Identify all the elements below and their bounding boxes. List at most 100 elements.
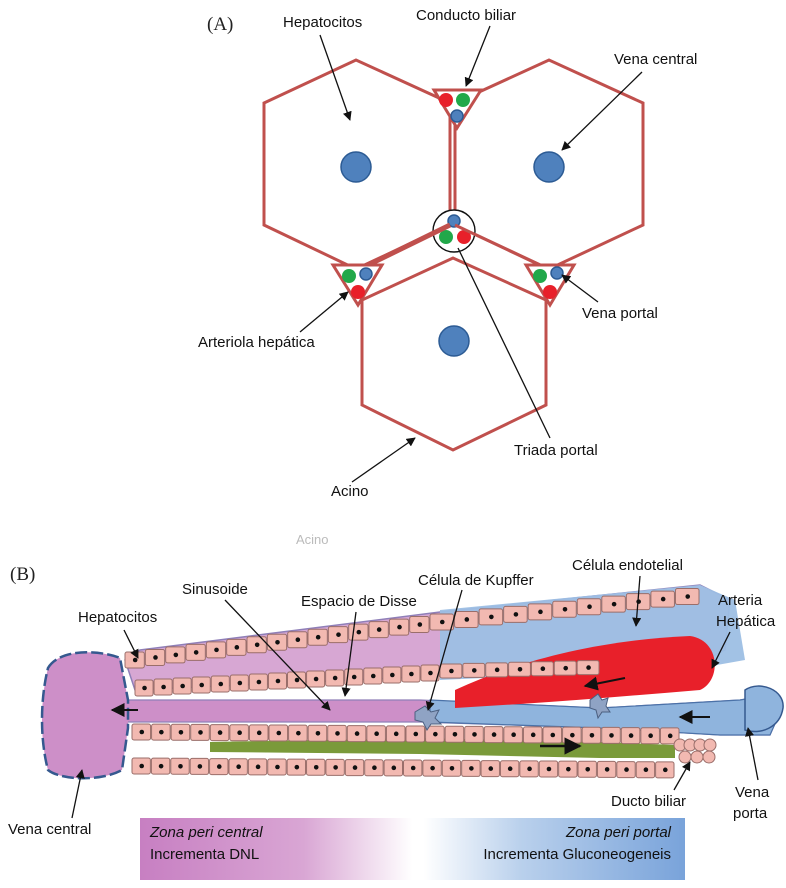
hepatocyte-nucleus	[133, 658, 138, 663]
hepatocyte-nucleus	[371, 674, 376, 679]
label-hepatocitos-b: Hepatocitos	[78, 609, 157, 626]
hepatocyte-nucleus	[527, 767, 532, 772]
label-vena-central-a: Vena central	[614, 51, 697, 68]
hepatocyte-nucleus	[179, 730, 184, 735]
label-triada-portal: Triada portal	[514, 442, 598, 459]
hepatocyte-nucleus	[563, 607, 568, 612]
hepatocyte-nucleus	[214, 648, 219, 653]
zone-left-title: Zona peri central	[150, 824, 263, 841]
hepatocyte-nucleus	[428, 671, 433, 676]
central-vein-b	[42, 652, 128, 778]
hepatocyte-nucleus	[357, 630, 362, 635]
hepatocyte-nucleus	[409, 672, 414, 677]
hepatocyte-nucleus	[587, 604, 592, 609]
hepatocyte-nucleus	[218, 682, 223, 687]
hepatocyte-nucleus	[570, 733, 575, 738]
hepatocyte-nucleus	[217, 764, 222, 769]
hepatocyte-nucleus	[194, 650, 199, 655]
hepatocyte-nucleus	[159, 764, 164, 769]
hepatocyte-nucleus	[531, 733, 536, 738]
hepatocyte-nucleus	[586, 665, 591, 670]
label-espacio-disse: Espacio de Disse	[301, 593, 417, 610]
hepatocyte-nucleus	[511, 732, 516, 737]
hepatocyte-nucleus	[237, 730, 242, 735]
hepatocyte-nucleus	[397, 625, 402, 630]
panel-b-label: (B)	[10, 564, 35, 585]
label-vena-porta-2: porta	[733, 805, 768, 822]
label-celula-endotelial: Célula endotelial	[572, 557, 683, 574]
label-vena-porta-1: Vena	[735, 784, 770, 801]
hepatocyte-nucleus	[316, 635, 321, 640]
hepatocyte-nucleus	[377, 627, 382, 632]
hepatocyte-nucleus	[198, 730, 203, 735]
zone-right-sub: Incrementa Gluconeogeneis	[483, 846, 671, 863]
hepatocyte-nucleus	[180, 684, 185, 689]
hepatocyte-nucleus	[472, 668, 477, 673]
hepatocyte-nucleus	[508, 766, 513, 771]
hepatocyte-nucleus	[255, 643, 260, 648]
arrow-vena-portal	[562, 275, 598, 302]
hepatocyte-nucleus	[590, 733, 595, 738]
hepatocyte-nucleus	[566, 767, 571, 772]
hepatocyte-nucleus	[178, 764, 183, 769]
hepatocyte-nucleus	[472, 732, 477, 737]
hepatocyte-nucleus	[489, 615, 494, 620]
hepatocyte-nucleus	[296, 637, 301, 642]
central-vein-bottom	[439, 326, 469, 356]
central-vein-left	[341, 152, 371, 182]
hepatocyte-nucleus	[316, 731, 321, 736]
bile-duct-cells	[674, 739, 716, 763]
hepatocyte-nucleus	[541, 666, 546, 671]
label-vena-portal: Vena portal	[582, 305, 658, 322]
hepatocyte-nucleus	[198, 764, 203, 769]
hepatocyte-nucleus	[256, 765, 261, 770]
arrow-vena-porta	[748, 728, 758, 780]
hepatocyte-nucleus	[514, 612, 519, 617]
hepatocyte-nucleus	[314, 765, 319, 770]
hepatocyte-nucleus	[629, 733, 634, 738]
label-celula-kupffer: Célula de Kupffer	[418, 572, 534, 589]
hepatocyte-nucleus	[236, 764, 241, 769]
hepatocyte-nucleus	[450, 766, 455, 771]
zone-left-sub: Incrementa DNL	[150, 846, 259, 863]
hepatocyte-nucleus	[394, 732, 399, 737]
hepatocyte-nucleus	[153, 655, 158, 660]
hepatocyte-nucleus	[648, 733, 653, 738]
hepatocyte-nucleus	[275, 640, 280, 645]
hepatocyte-nucleus	[488, 766, 493, 771]
hepatocyte-nucleus	[661, 597, 666, 602]
hepatocyte-nucleus	[585, 767, 590, 772]
label-hepatocitos-a: Hepatocitos	[283, 14, 362, 31]
hepatocyte-nucleus	[538, 610, 543, 615]
hepatocyte-nucleus	[550, 733, 555, 738]
hepatocyte-nucleus	[174, 653, 179, 658]
hepatocyte-nucleus	[685, 594, 690, 599]
label-arteriola-hepatica: Arteriola hepática	[198, 334, 315, 351]
hepatocyte-nucleus	[161, 685, 166, 690]
hepatocyte-nucleus	[235, 645, 240, 650]
hepatocyte-nucleus	[139, 730, 144, 735]
arrow-ducto-biliar	[674, 762, 690, 790]
hepatocyte-nucleus	[276, 731, 281, 736]
zone-gradient-bar: Zona peri central Incrementa DNL Zona pe…	[140, 818, 685, 880]
arrow-conducto-biliar	[466, 26, 490, 86]
hepatocyte-nucleus	[257, 731, 262, 736]
hepatocyte-nucleus	[276, 679, 281, 684]
hepatocyte-nucleus	[199, 683, 204, 688]
panel-a-label: (A)	[207, 14, 233, 35]
hepatocyte-nucleus	[518, 667, 523, 672]
arrow-arteriola	[300, 292, 348, 332]
label-arteria-1: Arteria	[718, 592, 763, 609]
hepatocyte-nucleus	[469, 766, 474, 771]
hepatocyte-nucleus	[612, 602, 617, 607]
hepatocyte-nucleus	[440, 620, 445, 625]
hepatocyte-nucleus	[465, 617, 470, 622]
hepatocyte-nucleus	[335, 731, 340, 736]
portal-vein-end	[745, 686, 783, 732]
hepatocyte-nucleus	[336, 632, 341, 637]
hepatocyte-nucleus	[433, 732, 438, 737]
hepatocyte-nucleus	[609, 733, 614, 738]
hepatocyte-nucleus	[218, 730, 223, 735]
hepatocyte-nucleus	[449, 669, 454, 674]
